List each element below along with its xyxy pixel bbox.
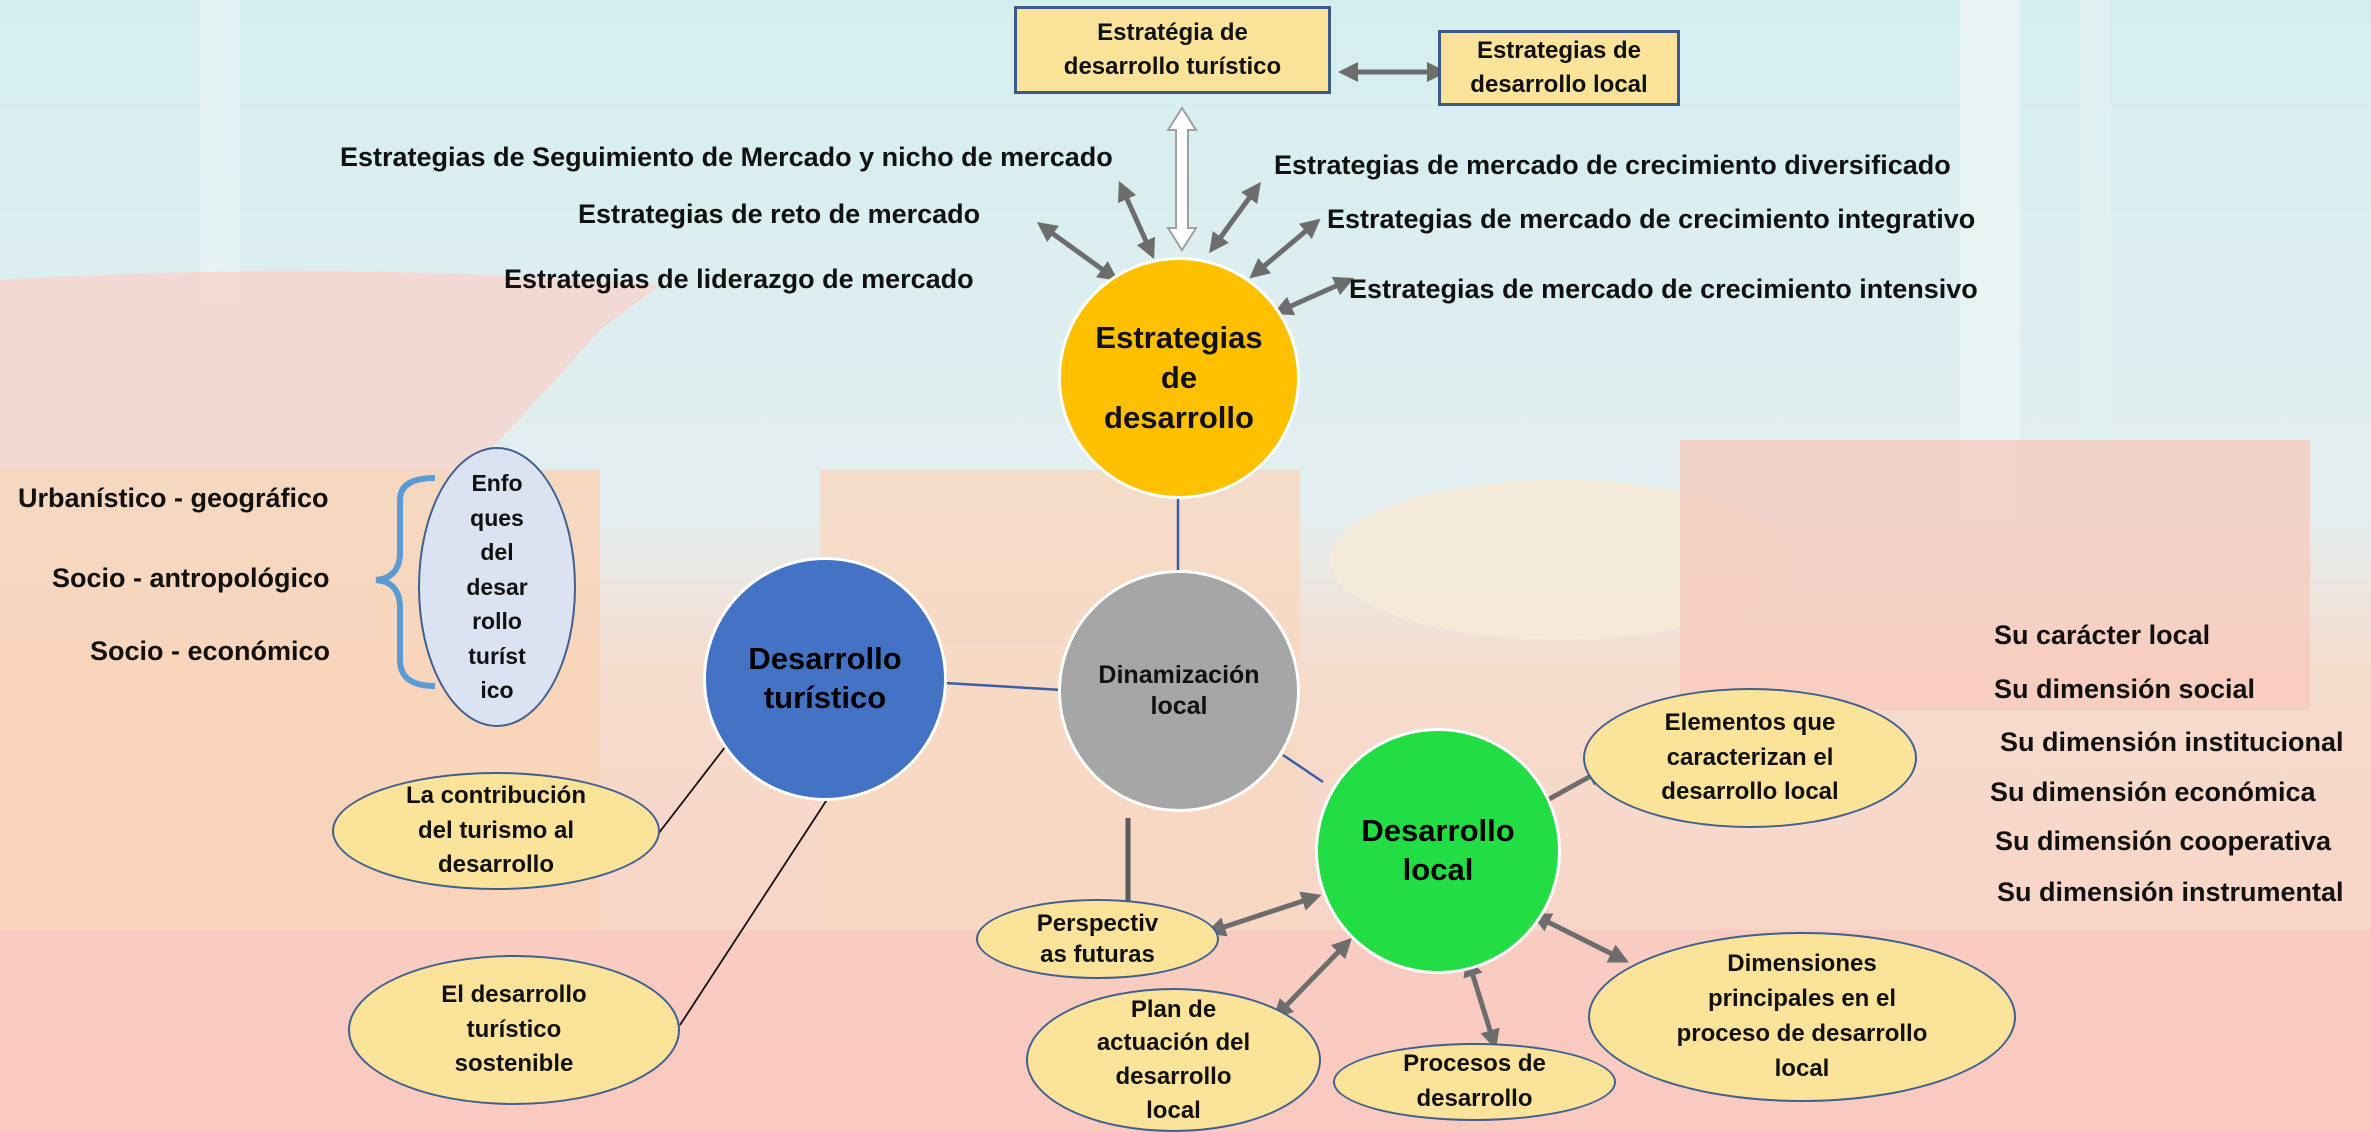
arrow-intensivo <box>1272 276 1355 316</box>
caracteristica-2: Su dimensión social <box>1994 674 2256 704</box>
elementos-desarrollo-local-ellipse: Elementos que caracterizan el desarrollo… <box>1583 688 1917 828</box>
enfoque-socio-antropologico: Socio - antropológico <box>52 563 330 593</box>
caracteristica-6: Su dimensión instrumental <box>1997 877 2344 907</box>
arrow-seguimiento <box>1117 180 1156 260</box>
market-strategy-left-3: Estrategias de liderazgo de mercado <box>504 264 974 294</box>
dimensiones-principales-ellipse: Dimensiones principales en el proceso de… <box>1588 932 2016 1102</box>
arrow-reto <box>1036 222 1119 281</box>
arrow-procesos <box>1463 956 1500 1050</box>
enfoque-urbanistico: Urbanístico - geográfico <box>18 483 329 513</box>
market-strategy-left-2: Estrategias de reto de mercado <box>578 199 981 229</box>
dinamizacion-local-node: Dinamización local <box>1058 570 1300 812</box>
enfoques-ellipse: Enfo ques del desar rollo turíst ico <box>418 447 576 727</box>
market-strategy-left-1: Estrategias de Seguimiento de Mercado y … <box>340 142 1113 172</box>
market-strategy-right-3: Estrategias de mercado de crecimiento in… <box>1349 274 1978 304</box>
estrategias-de-desarrollo-node: Estrategias de desarrollo <box>1058 257 1300 499</box>
caracteristica-4: Su dimensión económica <box>1990 777 2316 807</box>
procesos-desarrollo-ellipse: Procesos de desarrollo <box>1333 1043 1616 1121</box>
caracteristica-3: Su dimensión institucional <box>2000 727 2344 757</box>
link-turistico-dinamizacion <box>944 681 1063 692</box>
desarrollo-local-node: Desarrollo local <box>1315 728 1561 974</box>
caracteristica-1: Su carácter local <box>1994 620 2211 650</box>
hollow-arrow <box>1166 106 1198 252</box>
link-turistico-sostenible <box>679 794 831 1026</box>
estrategia-desarrollo-turistico-box: Estratégia de desarrollo turístico <box>1014 6 1331 94</box>
enfoques-bracket <box>375 475 436 689</box>
arrow-plan <box>1273 937 1352 1020</box>
link-turistico-contribucion <box>654 741 730 839</box>
plan-actuacion-ellipse: Plan de actuación del desarrollo local <box>1026 988 1321 1132</box>
desarrollo-turistico-sostenible-ellipse: El desarrollo turístico sostenible <box>348 955 680 1105</box>
arrow-perspectivas <box>1205 891 1322 937</box>
estrategias-desarrollo-local-box: Estrategias de desarrollo local <box>1438 30 1680 106</box>
link-dinamizacion-local <box>1282 753 1324 784</box>
contribucion-turismo-ellipse: La contribución del turismo al desarroll… <box>332 772 660 890</box>
arrow-integrativo <box>1249 218 1321 279</box>
enfoque-socio-economico: Socio - económico <box>90 636 331 666</box>
caracteristica-5: Su dimensión cooperativa <box>1995 826 2332 856</box>
arrow-dimensiones <box>1531 913 1629 963</box>
market-strategy-right-2: Estrategias de mercado de crecimiento in… <box>1327 204 1976 234</box>
market-strategy-right-1: Estrategias de mercado de crecimiento di… <box>1274 150 1951 180</box>
perspectivas-futuras-ellipse: Perspectiv as futuras <box>976 899 1219 979</box>
arrow-diversificado <box>1209 181 1261 254</box>
desarrollo-turistico-node: Desarrollo turístico <box>703 557 947 801</box>
